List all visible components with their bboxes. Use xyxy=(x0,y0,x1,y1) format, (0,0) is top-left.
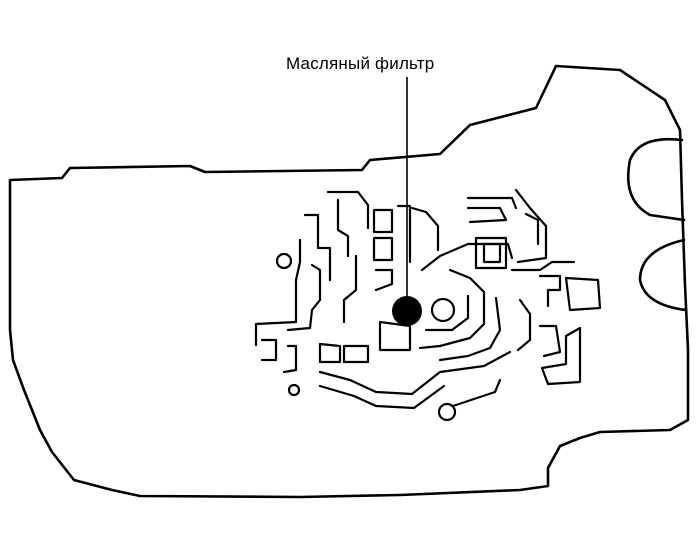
mounting-hole xyxy=(437,402,457,422)
outline-notch-lower xyxy=(638,238,688,312)
mounting-hole xyxy=(287,383,301,397)
valve-body-outline xyxy=(8,64,690,499)
outline-notch-upper xyxy=(626,137,686,222)
mounting-hole xyxy=(275,252,293,270)
callout-label-oil-filter: Масляный фильтр xyxy=(286,54,435,73)
oil-filter xyxy=(392,296,422,326)
passage xyxy=(451,378,502,408)
fluid-passages xyxy=(254,188,602,410)
